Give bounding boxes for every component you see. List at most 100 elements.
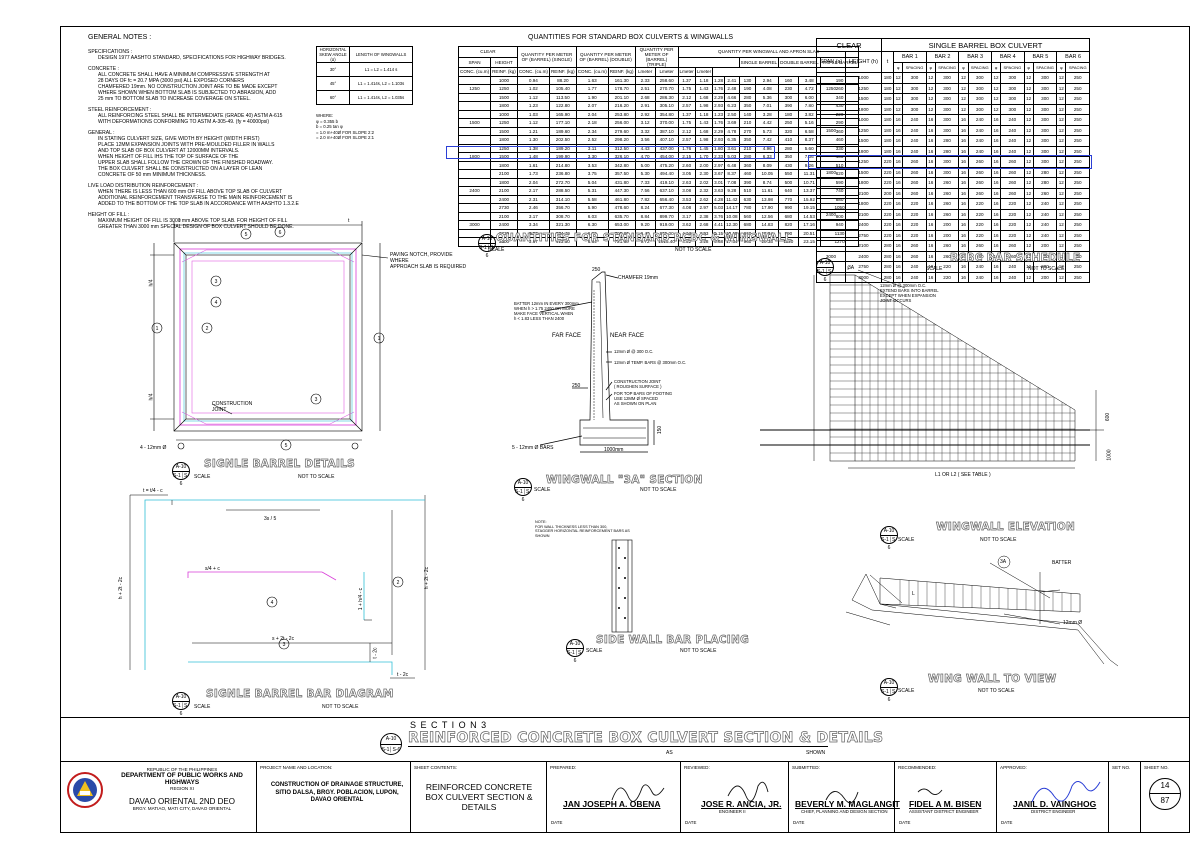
q-subheader: REINF. (kg)	[607, 67, 636, 77]
b-cell: 240	[967, 114, 992, 126]
b-cell	[816, 229, 846, 241]
b-cell: 16	[990, 156, 1002, 168]
b-bar1-head: BAR 1	[893, 51, 927, 63]
highlight-row-quantities	[446, 146, 775, 159]
b-subheader: SPACING	[934, 61, 960, 73]
scale-value: NOT TO SCALE	[640, 487, 677, 493]
q-cell: 919.00	[654, 220, 679, 230]
q-cell: 500	[778, 177, 799, 187]
b-cell: 250	[1065, 114, 1090, 126]
b-cell: 12	[958, 82, 969, 94]
b-cell: 180	[881, 114, 895, 126]
q-cell: 899.70	[654, 211, 679, 221]
q-cell: 230	[778, 84, 799, 94]
b-cell: 12	[1023, 187, 1034, 199]
b-cell: 12	[990, 103, 1002, 115]
dim-t2c: t - 2c	[372, 647, 379, 659]
b-cell: 250	[1065, 103, 1090, 115]
q-cell: 2.29	[712, 92, 726, 102]
b-cell: 300	[934, 124, 960, 136]
q-subheader: REINF. (kg)	[490, 67, 518, 77]
q-cell	[457, 177, 492, 187]
q-cell: 2.00	[694, 160, 714, 170]
b-cell: 16	[925, 135, 936, 147]
b-cell: 16	[925, 177, 936, 189]
q-cell: 1.28	[712, 75, 726, 85]
b-cell: 220	[967, 208, 992, 220]
q-cell: 3.75	[575, 169, 609, 179]
title-block	[60, 762, 1190, 833]
b-cell: 12	[990, 93, 1002, 105]
b-cell: 16	[925, 229, 936, 241]
b-cell: 16	[925, 114, 936, 126]
b-cell: 250	[1065, 166, 1090, 178]
q-cell: 2730	[490, 203, 518, 213]
b-cell: 240	[1032, 208, 1058, 220]
b-cell: 2400	[844, 219, 883, 231]
where-line: = 1.0 m+40Ø FOR SLOPE 2:2	[316, 129, 375, 135]
bars-4-12-note: 4 - 12mm Ø	[140, 445, 167, 451]
reviewed-date: DATE	[685, 820, 697, 825]
b-cell: 16	[958, 271, 969, 283]
b-cell: 16	[893, 229, 904, 241]
b-cell: 260	[967, 240, 992, 252]
q-cell: 12.56	[755, 211, 780, 221]
b-cell: 16	[925, 124, 936, 136]
dim-l-label: L	[912, 591, 915, 597]
where-line: = 2.0 m+40Ø FOR SLOPE 2:1	[316, 135, 375, 140]
b-subheader: SPACING	[967, 61, 992, 73]
q-cell: 2.92	[634, 109, 656, 119]
note-line: AND TOP SLAB OF BOX CULVERT AT 12000MM I…	[98, 148, 240, 154]
q-cell: 3.32	[634, 126, 656, 136]
b-cell: 16	[990, 114, 1002, 126]
note-line: PLACE 12MM EXPANSION JOINTS WITH PRE-MOU…	[98, 142, 275, 148]
q-cell: 3.12	[634, 118, 656, 128]
b-cell: 220	[967, 198, 992, 210]
q-cell: 300	[778, 92, 799, 102]
q-cell: 321.30	[548, 220, 577, 230]
q-cell: 653.00	[607, 220, 636, 230]
set-no-head: SET NO.	[1112, 765, 1131, 770]
q-cell: 1.12	[516, 92, 550, 102]
b-subheader: SPACING	[902, 61, 927, 73]
b-subheader: SPACING	[1000, 61, 1025, 73]
b-cell: 16	[925, 166, 936, 178]
b-cell: 220	[881, 219, 895, 231]
q-cell: 8.37	[724, 169, 740, 179]
q-cell: 3.53	[677, 194, 696, 204]
b-cell: 12	[1056, 103, 1067, 115]
scale-value: NOT TO SCALE	[298, 474, 335, 480]
b-cell: 16	[925, 271, 936, 283]
b-cell: 12	[1023, 156, 1034, 168]
b-cell: 12	[1023, 103, 1034, 115]
b-cell: 300	[1032, 124, 1058, 136]
b-cell: 200	[934, 219, 960, 231]
dim-1000b: 1000	[1106, 449, 1113, 461]
b-cell: 260	[934, 177, 960, 189]
b-cell: 250	[1065, 240, 1090, 252]
note-line: GREATER THAN 3000 mm SPECIAL DESIGN OF B…	[98, 224, 294, 230]
note-line: MAXIMUM HEIGHT OF FILL IS 3000 mm ABOVE …	[98, 218, 288, 224]
note-line: WHERE SHOWN WHEN BOTTOM SLAB IS SUBJECTE…	[98, 90, 277, 96]
scale-value: NOT TO SCALE	[680, 648, 717, 654]
label-3a: 3A	[848, 265, 855, 271]
contents-cell: SHEET CONTENTS: REINFORCED CONCRETE BOX …	[410, 762, 546, 833]
q-cell: 419.10	[654, 177, 679, 187]
b-cell: 12	[1023, 208, 1034, 220]
dim-h2t-left: h + 2t - 2c	[118, 576, 125, 600]
q-cell: 510	[738, 186, 757, 196]
q-span-head: SPAN	[457, 56, 492, 68]
note-line: ALL REINFORCING STEEL SHALL BE INTERMEDI…	[98, 113, 283, 119]
quantities-table: CLEAR QUANTITY PER METER OF (BARREL) (SI…	[457, 46, 860, 247]
b-cell: 16	[990, 177, 1002, 189]
q-subheader: CONC. (cu.m)	[575, 67, 609, 77]
b-cell: 12	[925, 103, 936, 115]
q-cell: 2.04	[516, 177, 550, 187]
q-cell: 2100	[490, 211, 518, 221]
